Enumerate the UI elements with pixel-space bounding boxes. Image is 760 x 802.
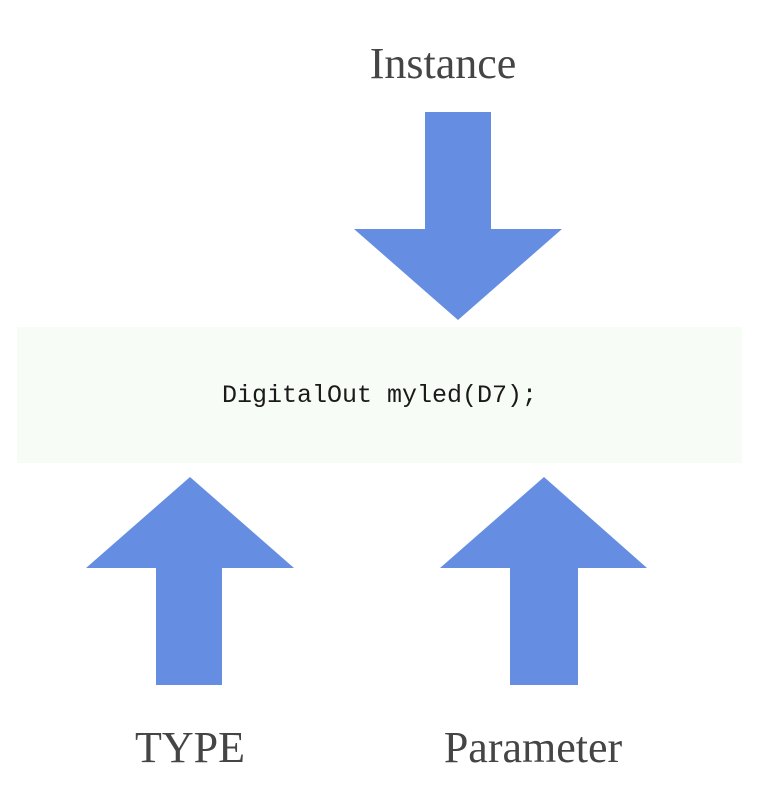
up-arrow-icon-type	[86, 477, 294, 685]
code-box: DigitalOut myled(D7);	[17, 327, 742, 463]
type-label: TYPE	[135, 723, 245, 772]
parameter-label: Parameter	[443, 723, 623, 772]
code-statement: DigitalOut myled(D7);	[221, 380, 538, 410]
up-arrow-icon-parameter	[440, 477, 647, 685]
down-arrow-icon	[354, 112, 562, 320]
instance-label: Instance	[369, 39, 517, 88]
